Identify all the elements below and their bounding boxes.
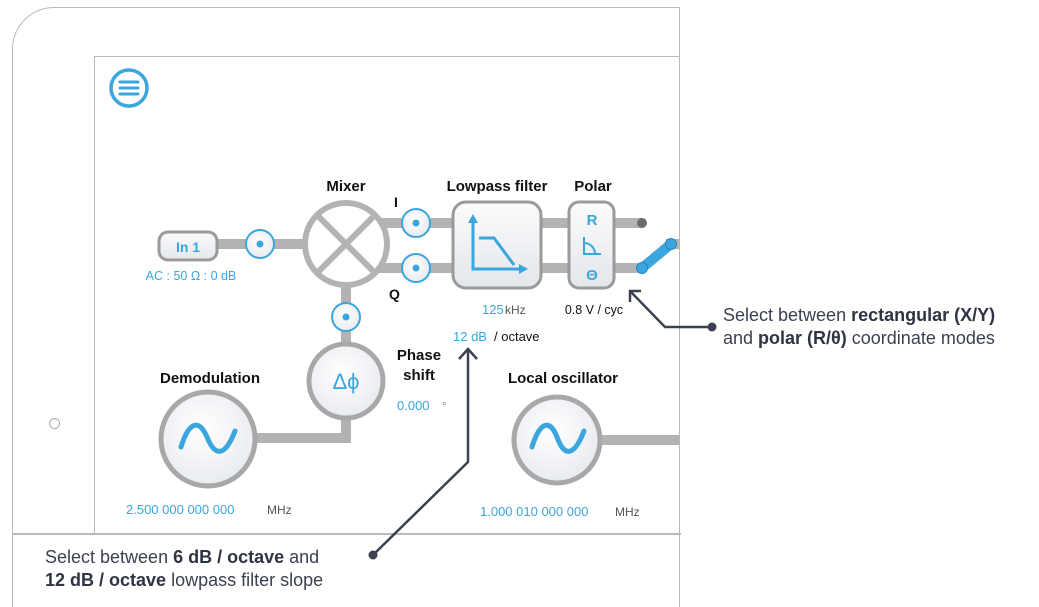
input-setting[interactable]: AC : 50 Ω : 0 dB — [146, 269, 237, 283]
lowpass-title: Lowpass filter — [447, 178, 548, 195]
local-oscillator-button[interactable] — [511, 394, 603, 486]
lowpass-bandwidth-unit: kHz — [505, 303, 526, 317]
slope-callout-pointer — [368, 347, 478, 560]
callout-bold-text: rectangular (X/Y) — [851, 305, 996, 325]
switch-terminal-rect — [637, 218, 647, 228]
callout-text: Select between — [723, 305, 852, 325]
filter-slope-callout: Select between 6 dB / octave and 12 dB /… — [45, 546, 323, 592]
probe-phase[interactable] — [331, 302, 361, 332]
mixer-icon — [302, 200, 390, 288]
callout-text: and — [723, 328, 759, 348]
local-oscillator-title: Local oscillator — [508, 370, 618, 387]
callout-bold-text: 6 dB / octave — [173, 547, 285, 567]
demodulation-oscillator-button[interactable] — [158, 389, 258, 489]
phase-shift-title-line1: Phase — [397, 347, 441, 364]
coordinate-mode-callout: Select between rectangular (X/Y) and pol… — [723, 304, 995, 350]
input-label: In 1 — [176, 239, 200, 255]
polar-mode-button[interactable]: R Θ — [567, 200, 616, 290]
sine-wave-icon — [529, 422, 587, 454]
local-oscillator-frequency-value[interactable]: 1.000 010 000 000 — [480, 504, 588, 519]
lowpass-filter-button[interactable] — [451, 200, 543, 290]
polar-angle-icon — [583, 237, 601, 255]
phase-shift-button[interactable]: Δϕ — [306, 341, 386, 421]
demodulation-title: Demodulation — [160, 370, 260, 387]
lowpass-response-icon — [468, 214, 528, 274]
demodulation-frequency-unit: MHz — [267, 503, 292, 517]
phase-shift-symbol: Δϕ — [332, 369, 359, 394]
polar-r-symbol: R — [587, 212, 598, 229]
lowpass-slope-unit: / octave — [494, 329, 540, 344]
callout-lines — [368, 289, 717, 560]
polar-theta-symbol: Θ — [586, 267, 598, 284]
callout-bold-text: polar (R/θ) — [758, 328, 847, 348]
demodulation-frequency-value[interactable]: 2.500 000 000 000 — [126, 502, 234, 517]
coordinate-callout-pointer — [628, 289, 717, 332]
probe-input[interactable] — [245, 229, 275, 259]
tablet-frame-bottom — [12, 533, 681, 535]
input-in1-button[interactable]: In 1 — [157, 230, 219, 262]
callout-text: Select between — [45, 547, 174, 567]
output-mode-switch[interactable] — [636, 238, 677, 274]
phase-shift-title-line2: shift — [403, 367, 435, 384]
callout-text: and — [284, 547, 320, 567]
mixer-title: Mixer — [326, 178, 365, 195]
polar-title: Polar — [574, 178, 612, 195]
home-button[interactable] — [49, 418, 60, 429]
callout-bold-text: 12 dB / octave — [45, 570, 167, 590]
tablet-frame — [12, 7, 680, 607]
hamburger-menu-icon[interactable] — [109, 68, 149, 108]
polar-scale[interactable]: 0.8 V / cyc — [565, 303, 623, 317]
app-screen: In 1 AC : 50 Ω : 0 dB Mixer I Q Lowpass … — [94, 56, 680, 534]
mixer-output-q-label: Q — [389, 286, 400, 302]
mixer-output-i-label: I — [394, 194, 398, 210]
probe-q[interactable] — [401, 253, 431, 283]
sine-wave-icon — [178, 422, 238, 454]
callout-text: lowpass filter slope — [166, 570, 324, 590]
phase-shift-value[interactable]: 0.000 — [397, 398, 430, 413]
lowpass-bandwidth-value[interactable]: 125 — [482, 302, 504, 317]
lowpass-slope-value[interactable]: 12 dB — [453, 329, 487, 344]
local-oscillator-frequency-unit: MHz — [615, 505, 640, 519]
probe-i[interactable] — [401, 208, 431, 238]
phase-shift-unit: ° — [442, 399, 447, 413]
callout-text: coordinate modes — [846, 328, 995, 348]
